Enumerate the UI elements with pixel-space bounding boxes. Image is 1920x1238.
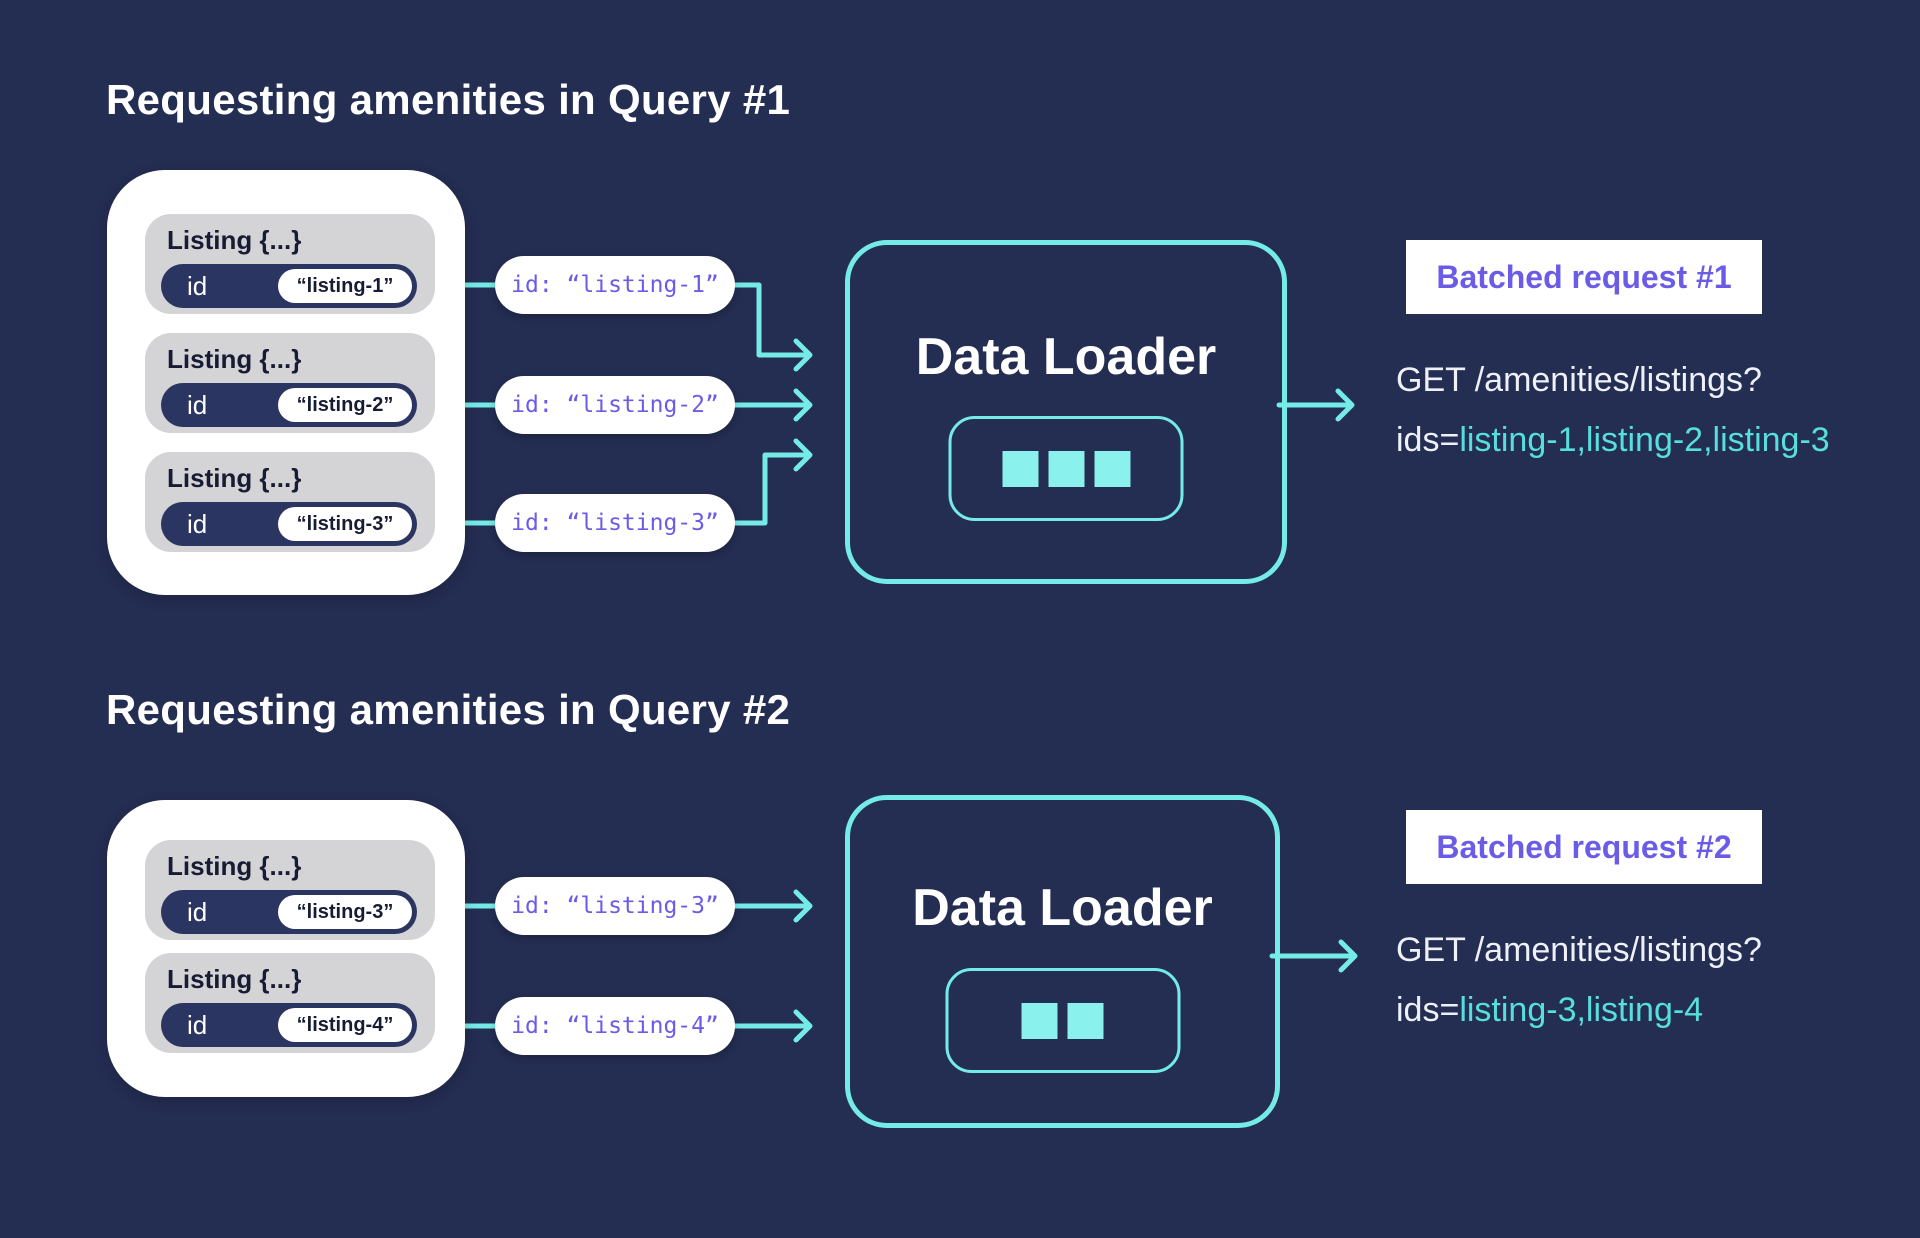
listing-card: Listing {...} id “listing-4” xyxy=(145,953,435,1053)
batch-item-square xyxy=(1002,450,1038,487)
batched-request-url: GET /amenities/listings? ids=listing-3,l… xyxy=(1396,920,1762,1040)
id-code-pill: id: “listing-3” xyxy=(495,877,735,935)
listing-card: Listing {...} id “listing-2” xyxy=(145,333,435,433)
listing-type-label: Listing {...} xyxy=(167,463,302,493)
data-loader-title: Data Loader xyxy=(915,328,1217,386)
connector-line xyxy=(732,282,811,358)
id-code-pill: id: “listing-3” xyxy=(495,494,735,552)
id-field-pill: id “listing-1” xyxy=(161,264,417,308)
batch-item-square xyxy=(1021,1002,1058,1039)
batched-request-badge: Batched request #1 xyxy=(1406,240,1762,314)
arrow-head-icon xyxy=(793,388,813,422)
arrow-head-icon xyxy=(793,338,813,372)
listing-type-label: Listing {...} xyxy=(167,964,302,994)
data-loader-box: Data Loader xyxy=(845,240,1287,584)
listing-type-label: Listing {...} xyxy=(167,344,302,374)
listing-type-label: Listing {...} xyxy=(167,851,302,881)
connector-line xyxy=(732,452,811,526)
ids-param-prefix: ids= xyxy=(1396,991,1460,1029)
batched-request-url: GET /amenities/listings? ids=listing-1,l… xyxy=(1396,350,1830,470)
section-title-query-1: Requesting amenities in Query #1 xyxy=(106,76,791,123)
request-path-line: GET /amenities/listings? xyxy=(1396,931,1762,969)
batch-item-square xyxy=(1048,450,1084,487)
id-field-pill: id “listing-2” xyxy=(161,383,417,427)
id-field-value: “listing-3” xyxy=(278,507,412,541)
id-field-pill: id “listing-3” xyxy=(161,502,417,546)
batch-item-square xyxy=(1094,450,1130,487)
batch-queue-box xyxy=(948,416,1184,521)
listing-card: Listing {...} id “listing-3” xyxy=(145,840,435,940)
id-field-name: id xyxy=(187,896,208,927)
batch-item-square xyxy=(1067,1002,1104,1039)
request-ids-line: ids=listing-3,listing-4 xyxy=(1396,980,1762,1040)
id-code-pill: id: “listing-4” xyxy=(495,997,735,1055)
data-loader-box: Data Loader xyxy=(845,795,1280,1128)
listings-group: Listing {...} id “listing-3” Listing {..… xyxy=(107,800,465,1097)
id-field-name: id xyxy=(187,270,208,301)
arrow-head-icon xyxy=(793,889,813,923)
id-field-value: “listing-3” xyxy=(278,895,412,929)
id-field-value: “listing-4” xyxy=(278,1008,412,1042)
id-field-pill: id “listing-3” xyxy=(161,890,417,934)
listing-card: Listing {...} id “listing-3” xyxy=(145,452,435,552)
arrow-head-icon xyxy=(1335,388,1355,422)
arrow-head-icon xyxy=(1338,939,1358,973)
request-path-line: GET /amenities/listings? xyxy=(1396,361,1762,399)
batched-request-badge: Batched request #2 xyxy=(1406,810,1762,884)
id-code-pill: id: “listing-2” xyxy=(495,376,735,434)
listing-card: Listing {...} id “listing-1” xyxy=(145,214,435,314)
id-field-name: id xyxy=(187,1009,208,1040)
ids-param-values: listing-3,listing-4 xyxy=(1459,991,1704,1029)
data-loader-title: Data Loader xyxy=(912,879,1213,937)
request-ids-line: ids=listing-1,listing-2,listing-3 xyxy=(1396,410,1830,470)
id-field-name: id xyxy=(187,389,208,420)
id-code-pill: id: “listing-1” xyxy=(495,256,735,314)
ids-param-values: listing-1,listing-2,listing-3 xyxy=(1459,421,1830,459)
id-field-name: id xyxy=(187,508,208,539)
ids-param-prefix: ids= xyxy=(1396,421,1460,459)
id-field-value: “listing-1” xyxy=(278,269,412,303)
batch-queue-box xyxy=(945,968,1180,1073)
listings-group: Listing {...} id “listing-1” Listing {..… xyxy=(107,170,465,595)
section-title-query-2: Requesting amenities in Query #2 xyxy=(106,686,791,733)
listing-type-label: Listing {...} xyxy=(167,225,302,255)
arrow-head-icon xyxy=(793,1009,813,1043)
arrow-head-icon xyxy=(793,438,813,472)
id-field-pill: id “listing-4” xyxy=(161,1003,417,1047)
id-field-value: “listing-2” xyxy=(278,388,412,422)
